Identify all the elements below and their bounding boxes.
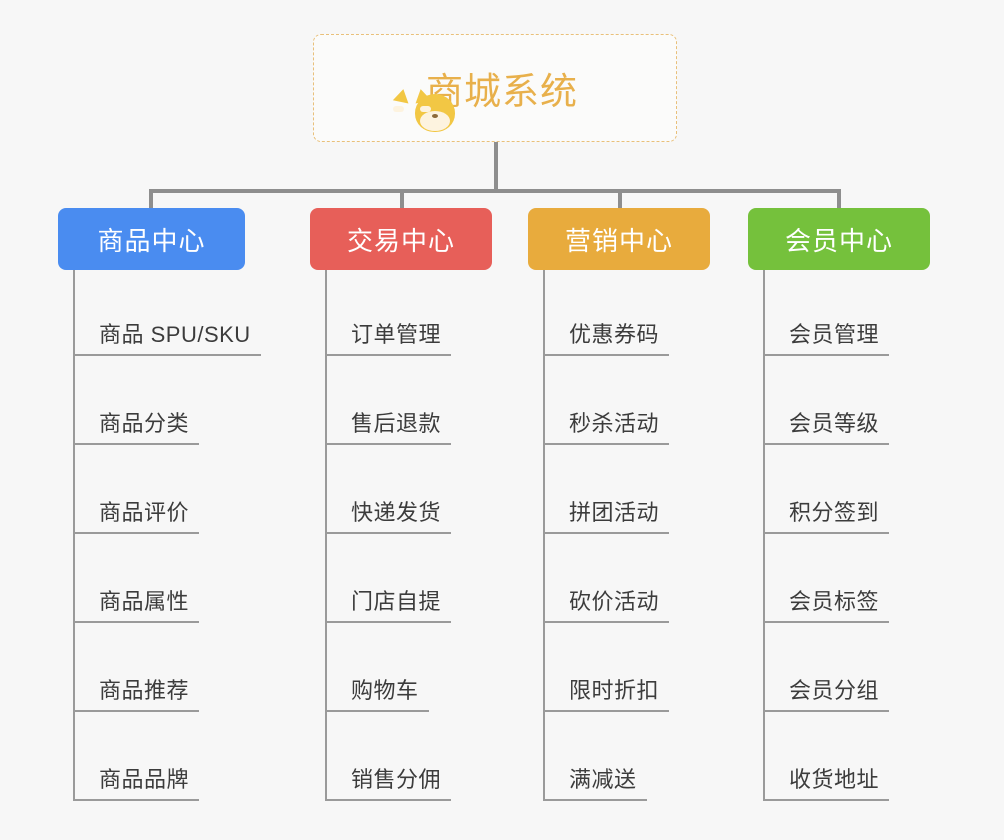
leaf-underline: 购物车: [325, 673, 429, 712]
leaf-underline: 积分签到: [763, 495, 890, 534]
leaf-underline: 销售分佣: [325, 762, 452, 801]
leaf-underline: 门店自提: [325, 584, 452, 623]
leaf-item[interactable]: 积分签到: [763, 495, 890, 534]
leaf-label: 售后退款: [351, 411, 442, 436]
leaf-label: 商品评价: [99, 500, 190, 525]
leaf-item[interactable]: 商品评价: [73, 495, 200, 534]
leaf-underline: 商品属性: [73, 584, 200, 623]
leaf-underline: 商品 SPU/SKU: [73, 317, 261, 356]
leaf-label: 限时折扣: [569, 678, 660, 703]
leaf-label: 购物车: [351, 678, 419, 703]
column-trunk-line: [73, 270, 75, 801]
leaf-label: 会员管理: [789, 322, 880, 347]
leaf-item[interactable]: 会员管理: [763, 317, 890, 356]
leaf-underline: 会员分组: [763, 673, 890, 712]
leaf-underline: 砍价活动: [543, 584, 670, 623]
leaf-item[interactable]: 砍价活动: [543, 584, 670, 623]
leaf-underline: 限时折扣: [543, 673, 670, 712]
leaf-item[interactable]: 收货地址: [763, 762, 890, 801]
leaf-underline: 满减送: [543, 762, 647, 801]
leaf-item[interactable]: 优惠券码: [543, 317, 670, 356]
leaf-underline: 优惠券码: [543, 317, 670, 356]
leaf-item[interactable]: 会员标签: [763, 584, 890, 623]
category-header-trade-center[interactable]: 交易中心: [310, 208, 492, 270]
leaf-item[interactable]: 售后退款: [325, 406, 452, 445]
leaf-label: 会员分组: [789, 678, 880, 703]
column-trunk-line: [325, 270, 327, 801]
leaf-underline: 订单管理: [325, 317, 452, 356]
category-label: 会员中心: [784, 225, 893, 256]
leaf-item[interactable]: 销售分佣: [325, 762, 452, 801]
leaf-item[interactable]: 快递发货: [325, 495, 452, 534]
leaf-underline: 拼团活动: [543, 495, 670, 534]
leaf-label: 商品分类: [99, 411, 190, 436]
leaf-label: 会员等级: [789, 411, 880, 436]
leaf-label: 满减送: [569, 767, 637, 792]
category-header-product-center[interactable]: 商品中心: [58, 208, 245, 270]
leaf-underline: 商品分类: [73, 406, 200, 445]
leaf-item[interactable]: 拼团活动: [543, 495, 670, 534]
leaf-underline: 快递发货: [325, 495, 452, 534]
leaf-underline: 收货地址: [763, 762, 890, 801]
category-label: 营销中心: [564, 225, 673, 256]
column-trunk-line: [763, 270, 765, 801]
leaf-label: 商品 SPU/SKU: [99, 322, 251, 347]
root-node[interactable]: 商城系统: [313, 34, 677, 142]
leaf-label: 秒杀活动: [569, 411, 660, 436]
leaf-label: 订单管理: [351, 322, 442, 347]
category-label: 商品中心: [97, 225, 206, 256]
leaf-label: 门店自提: [351, 589, 442, 614]
connector-drop-1: [149, 189, 153, 211]
leaf-label: 商品品牌: [99, 767, 190, 792]
category-label: 交易中心: [346, 225, 455, 256]
leaf-item[interactable]: 门店自提: [325, 584, 452, 623]
leaf-label: 拼团活动: [569, 500, 660, 525]
leaf-label: 收货地址: [789, 767, 880, 792]
leaf-label: 积分签到: [789, 500, 880, 525]
leaf-label: 优惠券码: [569, 322, 660, 347]
leaf-item[interactable]: 商品品牌: [73, 762, 200, 801]
category-header-marketing-center[interactable]: 营销中心: [528, 208, 710, 270]
leaf-underline: 商品推荐: [73, 673, 200, 712]
leaf-label: 快递发货: [351, 500, 442, 525]
leaf-item[interactable]: 商品分类: [73, 406, 200, 445]
leaf-item[interactable]: 商品属性: [73, 584, 200, 623]
leaf-label: 商品推荐: [99, 678, 190, 703]
connector-root-stem: [494, 142, 498, 192]
leaf-label: 商品属性: [99, 589, 190, 614]
leaf-item[interactable]: 秒杀活动: [543, 406, 670, 445]
leaf-label: 会员标签: [789, 589, 880, 614]
leaf-item[interactable]: 商品 SPU/SKU: [73, 318, 261, 356]
leaf-underline: 秒杀活动: [543, 406, 670, 445]
leaf-label: 砍价活动: [569, 589, 660, 614]
leaf-item[interactable]: 限时折扣: [543, 673, 670, 712]
leaf-item[interactable]: 会员等级: [763, 406, 890, 445]
leaf-item[interactable]: 购物车: [325, 674, 429, 712]
leaf-item[interactable]: 商品推荐: [73, 673, 200, 712]
connector-bus: [149, 189, 837, 193]
category-header-member-center[interactable]: 会员中心: [748, 208, 930, 270]
leaf-underline: 售后退款: [325, 406, 452, 445]
leaf-item[interactable]: 会员分组: [763, 673, 890, 712]
leaf-item[interactable]: 满减送: [543, 763, 647, 801]
connector-drop-3: [618, 189, 622, 211]
column-trunk-line: [543, 270, 545, 801]
connector-drop-2: [400, 189, 404, 211]
leaf-underline: 商品评价: [73, 495, 200, 534]
leaf-underline: 会员等级: [763, 406, 890, 445]
leaf-underline: 商品品牌: [73, 762, 200, 801]
connector-drop-4: [837, 189, 841, 211]
leaf-underline: 会员管理: [763, 317, 890, 356]
leaf-label: 销售分佣: [351, 767, 442, 792]
leaf-underline: 会员标签: [763, 584, 890, 623]
leaf-item[interactable]: 订单管理: [325, 317, 452, 356]
